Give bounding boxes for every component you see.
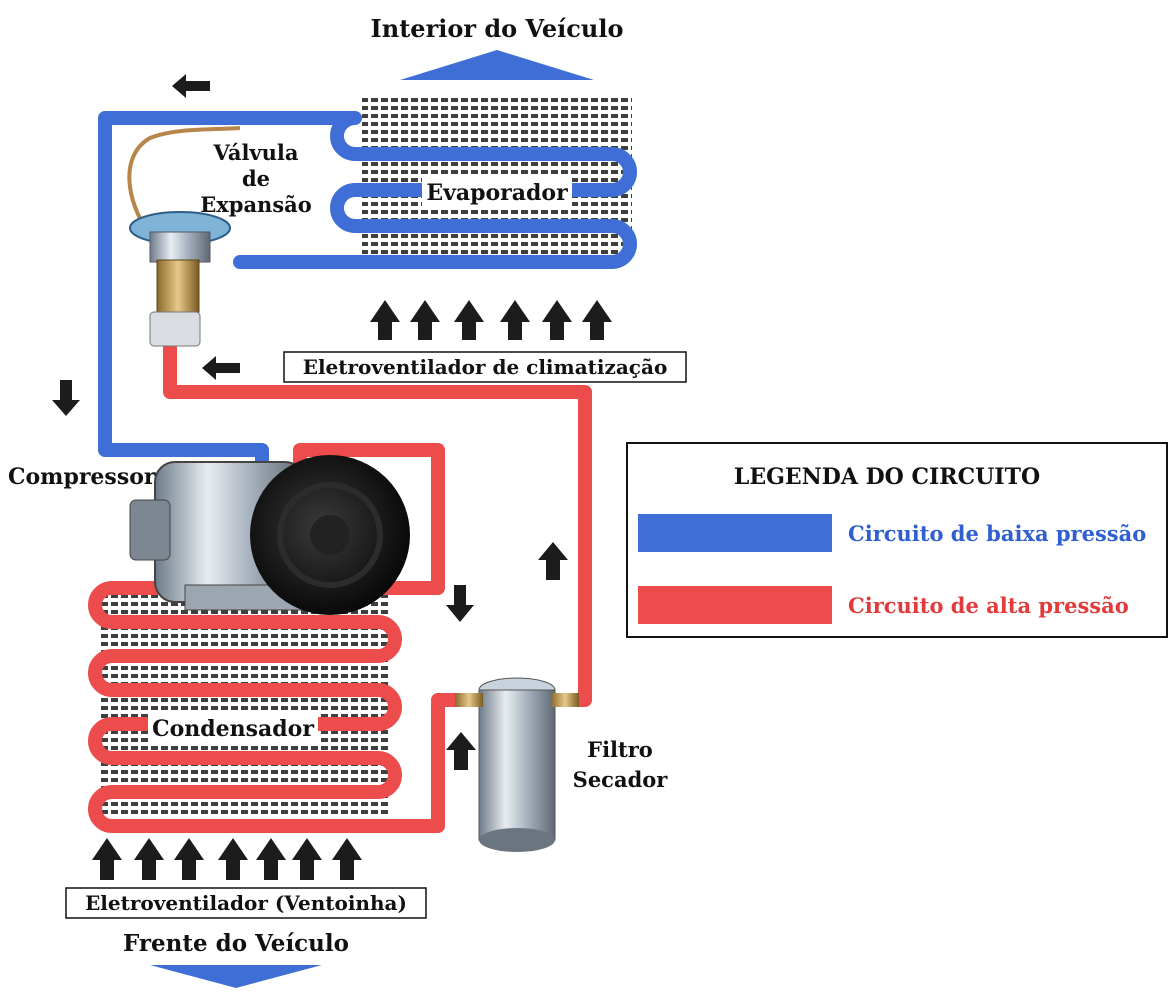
filter-dryer-icon <box>455 678 579 852</box>
legend-title: LEGENDA DO CIRCUITO <box>734 464 1040 490</box>
condenser-label: Condensador <box>152 716 314 742</box>
interior-direction-arrow <box>400 50 594 80</box>
flow-arrow-down-left <box>52 380 80 416</box>
legend: LEGENDA DO CIRCUITO Circuito de baixa pr… <box>627 443 1167 637</box>
evaporator-air-arrows <box>370 300 612 340</box>
condenser-air-arrows <box>92 838 362 880</box>
flow-arrow-left-top <box>172 74 210 98</box>
compressor-icon <box>130 455 410 615</box>
valve-label-line1: Válvula <box>212 140 298 165</box>
flow-arrow-up-condenser <box>446 732 476 770</box>
flow-arrow-up-right <box>538 542 568 580</box>
evap-fan-label: Eletroventilador de climatização <box>303 355 668 379</box>
legend-low-label: Circuito de baixa pressão <box>848 521 1146 546</box>
filter-label-line2: Secador <box>573 767 669 792</box>
legend-high-label: Circuito de alta pressão <box>848 593 1129 618</box>
compressor-label: Compressor <box>8 464 156 490</box>
interior-label: Interior do Veículo <box>371 14 624 43</box>
valve-label-line2: de <box>242 166 270 191</box>
front-label: Frente do Veículo <box>123 930 349 957</box>
front-direction-arrow <box>150 965 322 988</box>
legend-swatch-low <box>638 514 832 552</box>
legend-swatch-high <box>638 586 832 624</box>
cond-fan-label: Eletroventilador (Ventoinha) <box>85 891 407 915</box>
filter-label-line1: Filtro <box>587 737 653 762</box>
flow-arrow-down-right <box>446 585 474 622</box>
evaporator-label: Evaporador <box>426 180 568 206</box>
valve-label-line3: Expansão <box>200 192 312 217</box>
flow-arrow-left-mid <box>202 356 240 380</box>
